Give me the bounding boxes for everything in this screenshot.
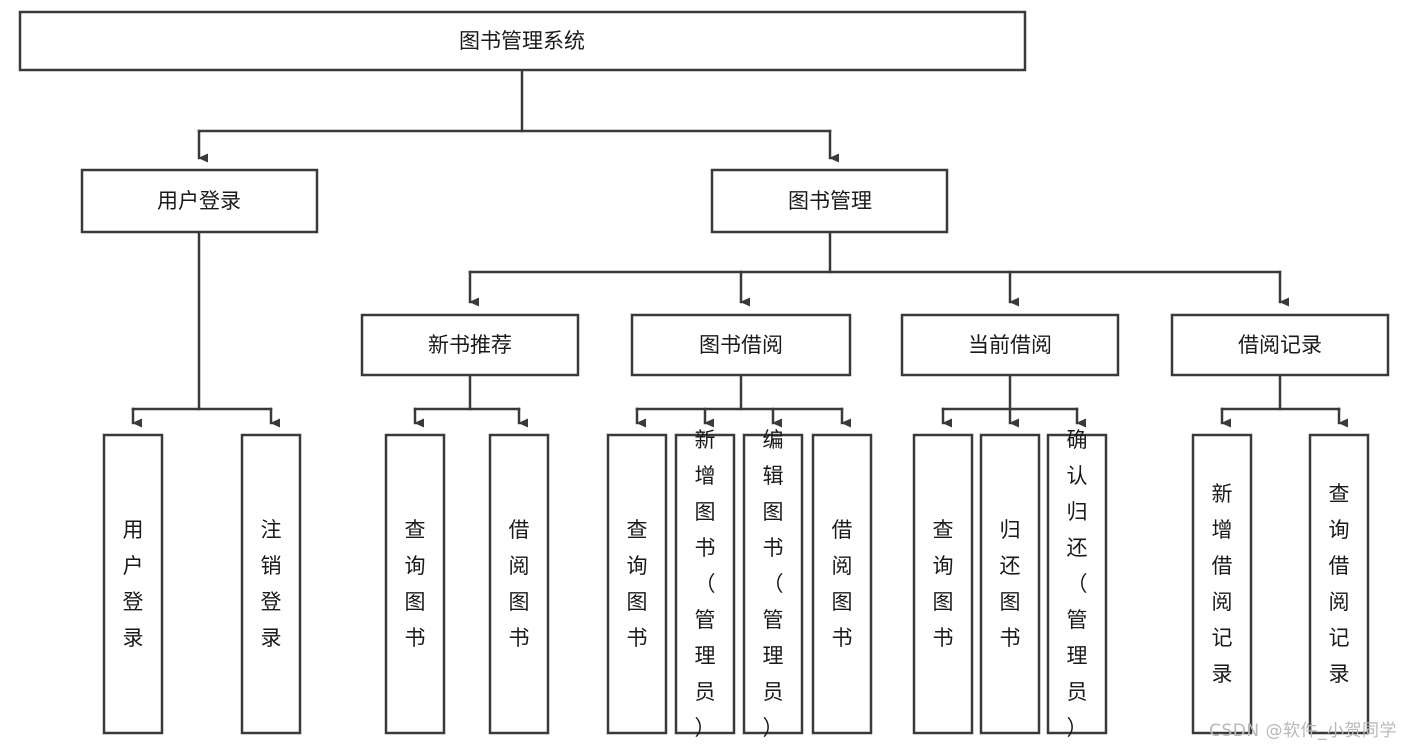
leaf-new-book-2-label: 借阅图书 [509, 518, 530, 650]
leaf-user-login-2[interactable]: 注销登录 [240, 433, 302, 735]
leaf-new-book-2-box [488, 433, 550, 735]
leaf-borrow-record-1-label: 新增借阅记录 [1212, 482, 1233, 686]
node-root-box [18, 10, 1027, 72]
leaf-new-book-1[interactable]: 查询图书 [384, 433, 446, 735]
node-user-login[interactable]: 用户登录 [80, 168, 319, 234]
leaf-new-book-1-box [384, 433, 446, 735]
node-borrow-record[interactable]: 借阅记录 [1170, 313, 1390, 377]
node-user-login-label: 用户登录 [157, 189, 241, 213]
leaf-book-borrow-4[interactable]: 借阅图书 [811, 433, 873, 735]
leaf-current-borrow-3-box [1046, 433, 1108, 735]
leaf-current-borrow-3[interactable]: 确认归还（管理员） [1046, 428, 1108, 740]
node-book-borrow-label: 图书借阅 [699, 333, 783, 357]
edges-group [131, 68, 1348, 428]
leaf-book-borrow-2-label: 新增图书（管理员） [695, 428, 716, 740]
node-book-borrow-box [630, 313, 852, 377]
node-new-book-recommend-label: 新书推荐 [428, 333, 512, 357]
leaf-current-borrow-1[interactable]: 查询图书 [912, 433, 974, 735]
csdn-watermark: CSDN @软件_小贺同学 [1209, 721, 1397, 741]
node-root-book-management-system[interactable]: 图书管理系统 [18, 10, 1027, 72]
leaf-user-login-2-label: 注销登录 [261, 518, 282, 650]
node-user-login-box [80, 168, 319, 234]
leaf-user-login-1-label: 用户登录 [123, 518, 144, 650]
leaf-user-login-1-box [102, 433, 164, 735]
node-book-management[interactable]: 图书管理 [710, 168, 949, 234]
leaf-user-login-1[interactable]: 用户登录 [102, 433, 164, 735]
node-new-book-recommend[interactable]: 新书推荐 [360, 313, 580, 377]
node-current-borrow[interactable]: 当前借阅 [900, 313, 1120, 377]
node-new-book-recommend-box [360, 313, 580, 377]
leaf-user-login-2-box [240, 433, 302, 735]
leaf-book-borrow-4-label: 借阅图书 [832, 518, 853, 650]
node-current-borrow-box [900, 313, 1120, 377]
leaf-book-borrow-2-box [674, 433, 736, 735]
leaf-book-borrow-3-label: 编辑图书（管理员） [763, 428, 784, 740]
node-book-management-label: 图书管理 [788, 189, 872, 213]
leaf-current-borrow-2-label: 归还图书 [1000, 518, 1021, 650]
leaf-current-borrow-1-label: 查询图书 [933, 518, 954, 650]
leaf-current-borrow-2-box [979, 433, 1041, 735]
leaf-book-borrow-1-label: 查询图书 [627, 518, 648, 650]
leaf-borrow-record-2-label: 查询借阅记录 [1329, 482, 1350, 686]
node-current-borrow-label: 当前借阅 [968, 333, 1052, 357]
node-root-label: 图书管理系统 [459, 29, 585, 53]
leaf-borrow-record-1[interactable]: 新增借阅记录 [1191, 433, 1253, 735]
leaf-new-book-1-label: 查询图书 [405, 518, 426, 650]
node-borrow-record-label: 借阅记录 [1238, 333, 1322, 357]
leaf-current-borrow-2[interactable]: 归还图书 [979, 433, 1041, 735]
node-borrow-record-box [1170, 313, 1390, 377]
leaf-book-borrow-2[interactable]: 新增图书（管理员） [674, 428, 736, 740]
leaf-book-borrow-1[interactable]: 查询图书 [606, 433, 668, 735]
leaf-current-borrow-3-label: 确认归还（管理员） [1067, 428, 1088, 740]
node-book-management-box [710, 168, 949, 234]
leaf-book-borrow-3[interactable]: 编辑图书（管理员） [742, 428, 804, 740]
leaf-book-borrow-3-box [742, 433, 804, 735]
leaf-book-borrow-1-box [606, 433, 668, 735]
leaf-book-borrow-4-box [811, 433, 873, 735]
leaf-new-book-2[interactable]: 借阅图书 [488, 433, 550, 735]
node-book-borrow[interactable]: 图书借阅 [630, 313, 852, 377]
leaf-current-borrow-1-box [912, 433, 974, 735]
leaf-borrow-record-1-box [1191, 433, 1253, 735]
leaf-borrow-record-2[interactable]: 查询借阅记录 [1308, 433, 1370, 735]
leaf-borrow-record-2-box [1308, 433, 1370, 735]
